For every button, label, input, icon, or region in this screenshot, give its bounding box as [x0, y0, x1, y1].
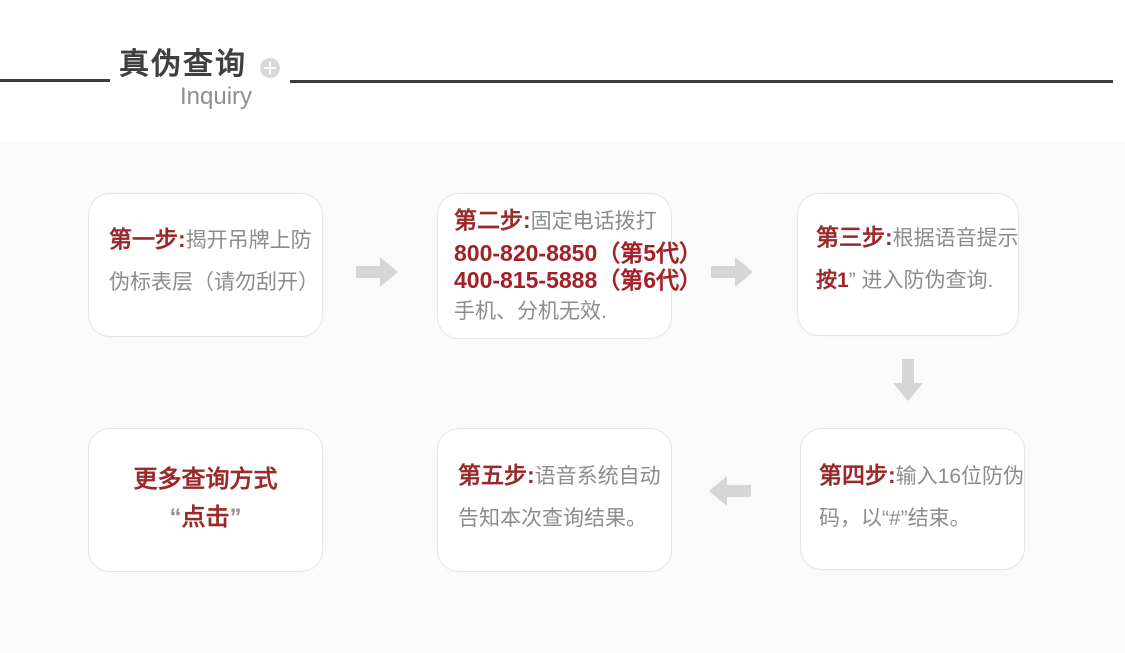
step-1-line-2: 伪标表层（请勿刮开） — [109, 271, 319, 294]
more-inquiry-box[interactable]: 更多查询方式 “点击” — [88, 428, 323, 572]
arrow-down-icon — [893, 359, 923, 401]
quote-close: ” — [229, 504, 242, 531]
more-inquiry-title: 更多查询方式 — [133, 466, 278, 493]
section-subtitle: Inquiry — [180, 83, 253, 110]
step-3-line-1: 第三步:根据语音提示 — [816, 224, 1019, 250]
step-4-label: 第四步: — [819, 462, 896, 488]
section-title: 真伪查询 — [119, 48, 247, 81]
step-1-box: 第一步:揭开吊牌上防 伪标表层（请勿刮开） — [88, 193, 323, 337]
step-2-note: 手机、分机无效. — [454, 300, 607, 323]
click-link[interactable]: 点击 — [181, 504, 230, 531]
more-inquiry-click-line: “点击” — [89, 499, 322, 537]
step-2-phone-1: 800-820-8850（第5代） — [454, 240, 703, 266]
quote-open: “ — [169, 504, 182, 531]
step-2-phone-2: 400-815-5888（第6代） — [454, 267, 703, 293]
arrow-right-icon — [356, 257, 398, 287]
step-4-box: 第四步:输入16位防伪 码，以“#”结束。 — [800, 428, 1025, 570]
step-3-label: 第三步: — [816, 224, 893, 250]
arrow-right-icon — [711, 257, 753, 287]
step-2-label: 第二步: — [454, 207, 531, 233]
step-3-line-2: 按1” 进入防伪查询. — [816, 269, 994, 292]
arrow-left-icon — [709, 476, 751, 506]
step-1-line-1: 第一步:揭开吊牌上防 — [109, 226, 312, 252]
step-5-box: 第五步:语音系统自动 告知本次查询结果。 — [437, 428, 672, 572]
header-rule-right — [290, 80, 1113, 83]
step-3-box: 第三步:根据语音提示 按1” 进入防伪查询. — [797, 193, 1019, 336]
step-4-line-2: 码，以“#”结束。 — [819, 507, 971, 530]
step-1-label: 第一步: — [109, 226, 186, 252]
step-5-line-1: 第五步:语音系统自动 — [458, 462, 661, 488]
step-5-label: 第五步: — [458, 462, 535, 488]
header-rule-left — [0, 79, 110, 82]
step-4-line-1: 第四步:输入16位防伪 — [819, 462, 1025, 488]
step-5-line-2: 告知本次查询结果。 — [458, 507, 647, 530]
plus-icon — [260, 58, 280, 78]
step-2-line-1: 第二步:固定电话拨打 — [454, 207, 657, 233]
step-2-box: 第二步:固定电话拨打 800-820-8850（第5代） 400-815-588… — [437, 193, 703, 339]
